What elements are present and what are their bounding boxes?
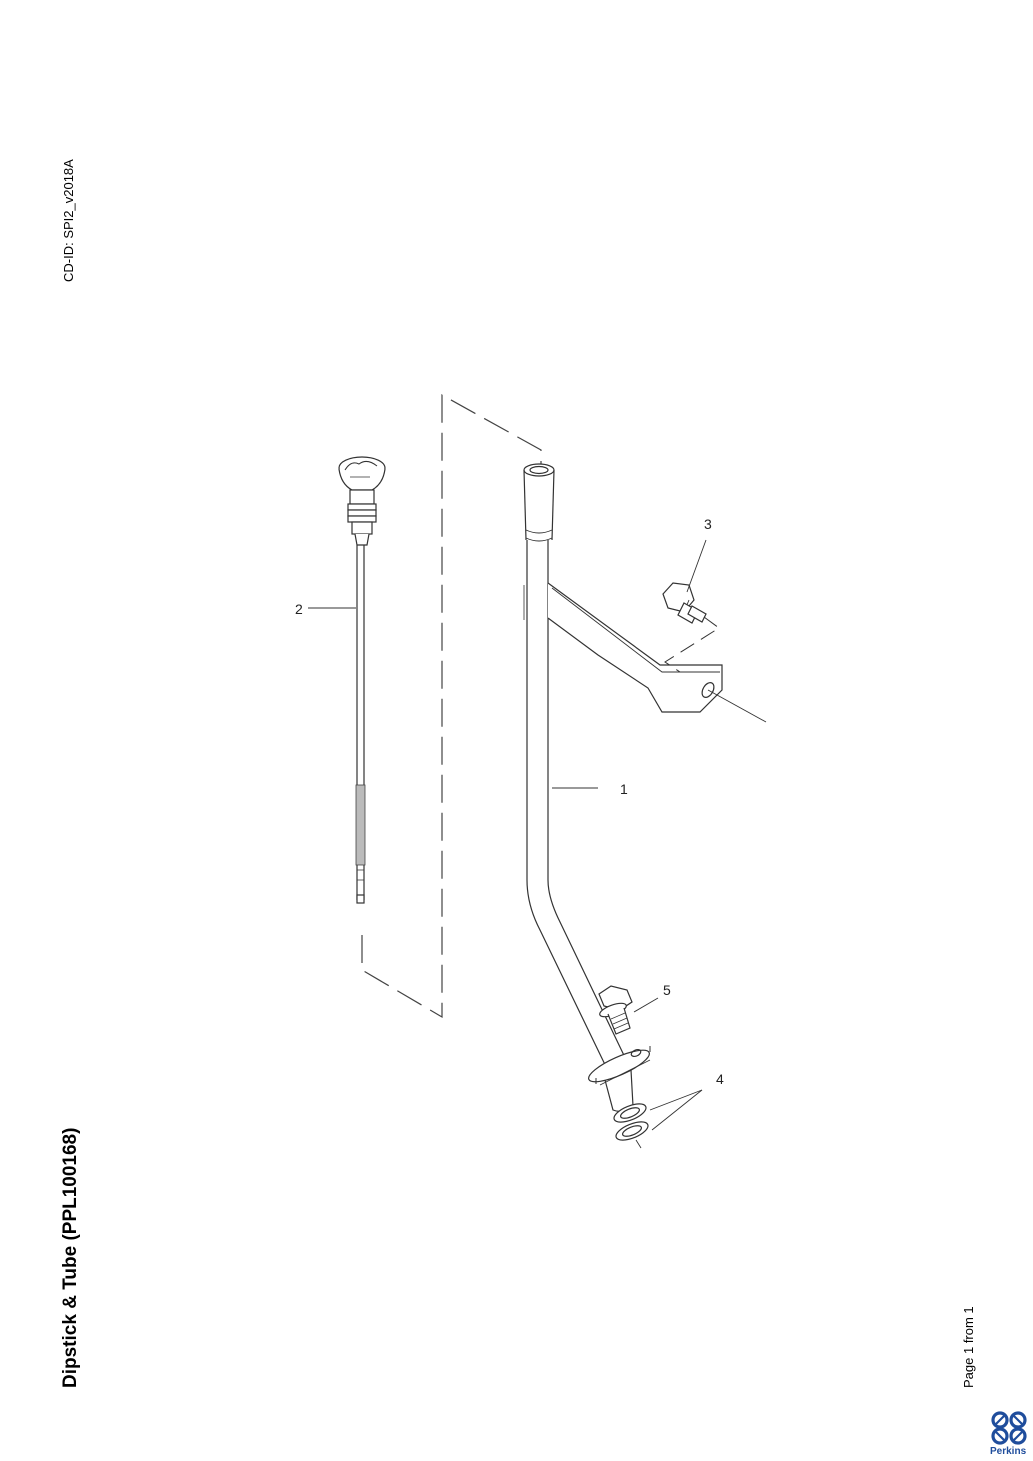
callout-4: 4 — [716, 1071, 724, 1087]
nut-part — [662, 582, 720, 673]
perkins-logo-text: Perkins — [990, 1446, 1027, 1457]
dipstick-part — [338, 456, 386, 904]
assembly-dashed-line — [361, 393, 542, 1019]
callout-5: 5 — [663, 982, 671, 998]
callout-2: 2 — [295, 601, 303, 617]
o-ring-parts — [613, 1103, 649, 1149]
perkins-logo — [991, 1411, 1027, 1445]
callout-1: 1 — [620, 781, 628, 797]
dipstick-tube-part — [523, 463, 767, 1112]
callout-3: 3 — [704, 516, 712, 532]
callout-leaders — [308, 539, 707, 1131]
bolt-part — [598, 985, 633, 1035]
